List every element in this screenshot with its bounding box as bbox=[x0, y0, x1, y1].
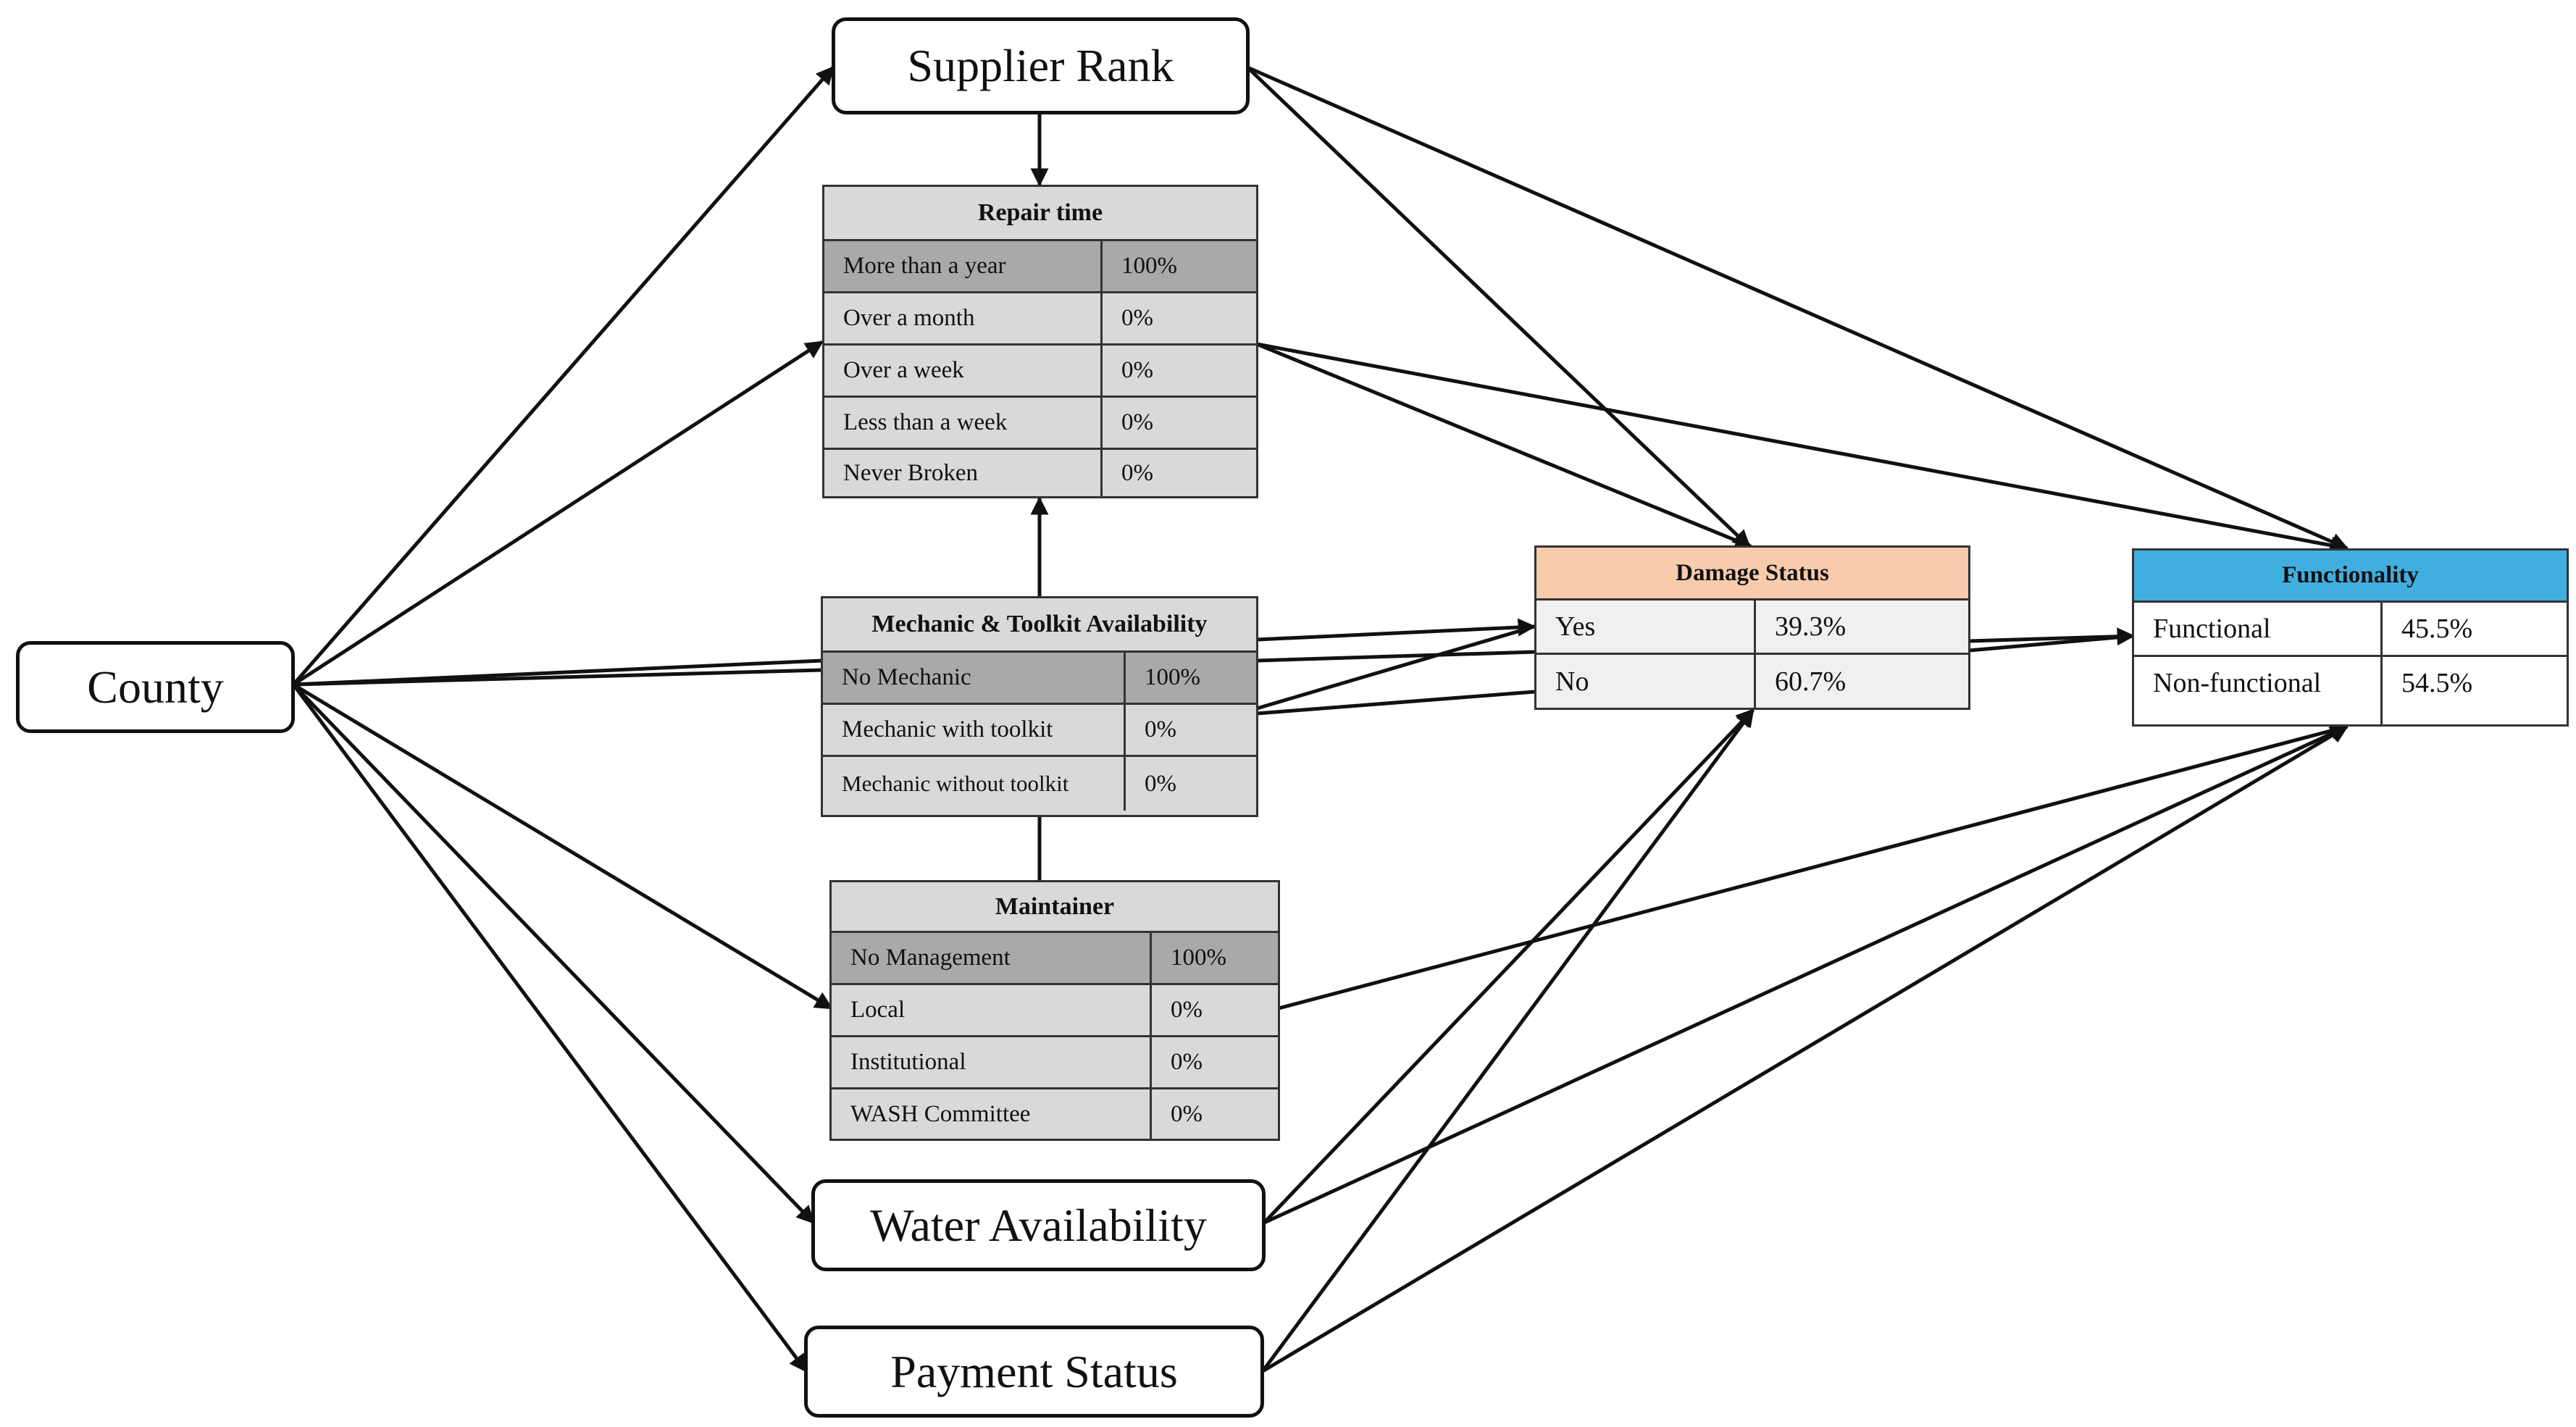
row-label: Mechanic without toolkit bbox=[823, 757, 1126, 811]
table-row: Never Broken 0% bbox=[824, 450, 1256, 496]
edge-payment-damage bbox=[1260, 708, 1755, 1373]
table-row: Local 0% bbox=[832, 985, 1278, 1037]
row-label: No bbox=[1536, 655, 1756, 708]
water-availability-node: Water Availability bbox=[811, 1179, 1266, 1271]
repair-time-table: Repair time More than a year 100% Over a… bbox=[822, 185, 1258, 498]
row-value: 100% bbox=[1121, 253, 1177, 279]
maintainer-table: Maintainer No Management 100% Local 0% I… bbox=[829, 880, 1280, 1141]
row-label: Mechanic with toolkit bbox=[823, 705, 1126, 755]
mechanic-toolkit-table: Mechanic & Toolkit Availability No Mecha… bbox=[821, 596, 1258, 817]
row-value: 60.7% bbox=[1775, 666, 1847, 697]
row-label: No Management bbox=[832, 933, 1152, 983]
row-label: Functional bbox=[2134, 603, 2383, 655]
table-row: Less than a week 0% bbox=[824, 398, 1256, 450]
table-row: Functional 45.5% bbox=[2134, 603, 2567, 657]
supplier-rank-node: Supplier Rank bbox=[832, 17, 1250, 114]
edge-county-water bbox=[292, 683, 815, 1224]
row-value: 39.3% bbox=[1775, 611, 1847, 642]
table-row: No Management 100% bbox=[832, 933, 1278, 985]
row-label: Never Broken bbox=[824, 450, 1103, 496]
row-value: 0% bbox=[1145, 770, 1176, 797]
edge-repair-functionality bbox=[1256, 342, 2349, 555]
edge-supplier-damage bbox=[1246, 66, 1751, 548]
row-label: WASH Committee bbox=[832, 1089, 1152, 1139]
table-row: Mechanic with toolkit 0% bbox=[823, 705, 1256, 757]
county-node: County bbox=[16, 641, 295, 733]
edge-mechanic-damage-yes bbox=[1256, 618, 1536, 642]
edge-supplier-functionality bbox=[1246, 65, 2349, 551]
row-label: Non-functional bbox=[2134, 657, 2383, 724]
supplier-rank-label: Supplier Rank bbox=[907, 40, 1174, 91]
table-row: More than a year 100% bbox=[824, 241, 1256, 293]
edge-county-payment bbox=[291, 683, 808, 1373]
repair-time-title: Repair time bbox=[824, 187, 1256, 241]
payment-status-node: Payment Status bbox=[804, 1326, 1264, 1418]
edge-maintainer-functionality bbox=[1278, 721, 2349, 1010]
damage-status-title: Damage Status bbox=[1536, 548, 1968, 600]
row-label: More than a year bbox=[824, 241, 1103, 291]
edge-county-supplier bbox=[292, 66, 835, 686]
row-value: 0% bbox=[1171, 997, 1203, 1023]
row-label: Local bbox=[832, 985, 1152, 1035]
edge-damage-functionality-2 bbox=[1968, 634, 2134, 653]
edge-mechanic-damage-no bbox=[1256, 690, 1535, 716]
table-row: Mechanic without toolkit 0% bbox=[823, 757, 1256, 811]
row-label: No Mechanic bbox=[823, 653, 1126, 703]
table-row: Over a month 0% bbox=[824, 293, 1256, 346]
county-label: County bbox=[87, 661, 224, 713]
edge-water-functionality bbox=[1263, 724, 2349, 1225]
row-value: 100% bbox=[1171, 945, 1226, 971]
water-availability-label: Water Availability bbox=[870, 1199, 1207, 1251]
row-label: Over a week bbox=[824, 346, 1103, 396]
maintainer-title: Maintainer bbox=[832, 882, 1278, 933]
row-value: 0% bbox=[1121, 305, 1153, 331]
row-value: 0% bbox=[1171, 1100, 1203, 1127]
table-row: WASH Committee 0% bbox=[832, 1089, 1278, 1139]
row-value: 45.5% bbox=[2401, 614, 2473, 644]
edge-county-mechanic-2 bbox=[293, 668, 823, 687]
edge-county-maintainer bbox=[292, 682, 834, 1010]
row-label: Yes bbox=[1536, 600, 1756, 653]
row-value: 54.5% bbox=[2401, 668, 2473, 698]
row-label: Less than a week bbox=[824, 398, 1103, 448]
edge-mechanic-damage-cross bbox=[1256, 624, 1535, 711]
functionality-title: Functionality bbox=[2134, 551, 2567, 603]
table-row: Over a week 0% bbox=[824, 346, 1256, 398]
edge-county-repair bbox=[292, 340, 824, 687]
row-value: 0% bbox=[1121, 459, 1153, 486]
table-row: Yes 39.3% bbox=[1536, 600, 1968, 655]
edge-repair-damage bbox=[1256, 342, 1754, 550]
edge-payment-functionality bbox=[1261, 724, 2349, 1373]
damage-status-table: Damage Status Yes 39.3% No 60.7% bbox=[1534, 545, 1970, 710]
table-row: No 60.7% bbox=[1536, 655, 1968, 708]
table-row: Non-functional 54.5% bbox=[2134, 657, 2567, 724]
mechanic-toolkit-title: Mechanic & Toolkit Availability bbox=[823, 598, 1256, 653]
row-label: Over a month bbox=[824, 293, 1103, 343]
payment-status-label: Payment Status bbox=[890, 1345, 1178, 1397]
row-value: 0% bbox=[1121, 357, 1153, 383]
row-label: Institutional bbox=[832, 1037, 1152, 1087]
row-value: 0% bbox=[1121, 409, 1153, 435]
edge-county-damage-pass bbox=[1256, 650, 1535, 663]
row-value: 0% bbox=[1145, 716, 1176, 742]
row-value: 100% bbox=[1145, 664, 1200, 690]
edge-water-damage bbox=[1263, 708, 1755, 1224]
table-row: Institutional 0% bbox=[832, 1037, 1278, 1089]
row-value: 0% bbox=[1171, 1049, 1203, 1075]
table-row: No Mechanic 100% bbox=[823, 653, 1256, 705]
functionality-table: Functionality Functional 45.5% Non-funct… bbox=[2132, 548, 2569, 727]
